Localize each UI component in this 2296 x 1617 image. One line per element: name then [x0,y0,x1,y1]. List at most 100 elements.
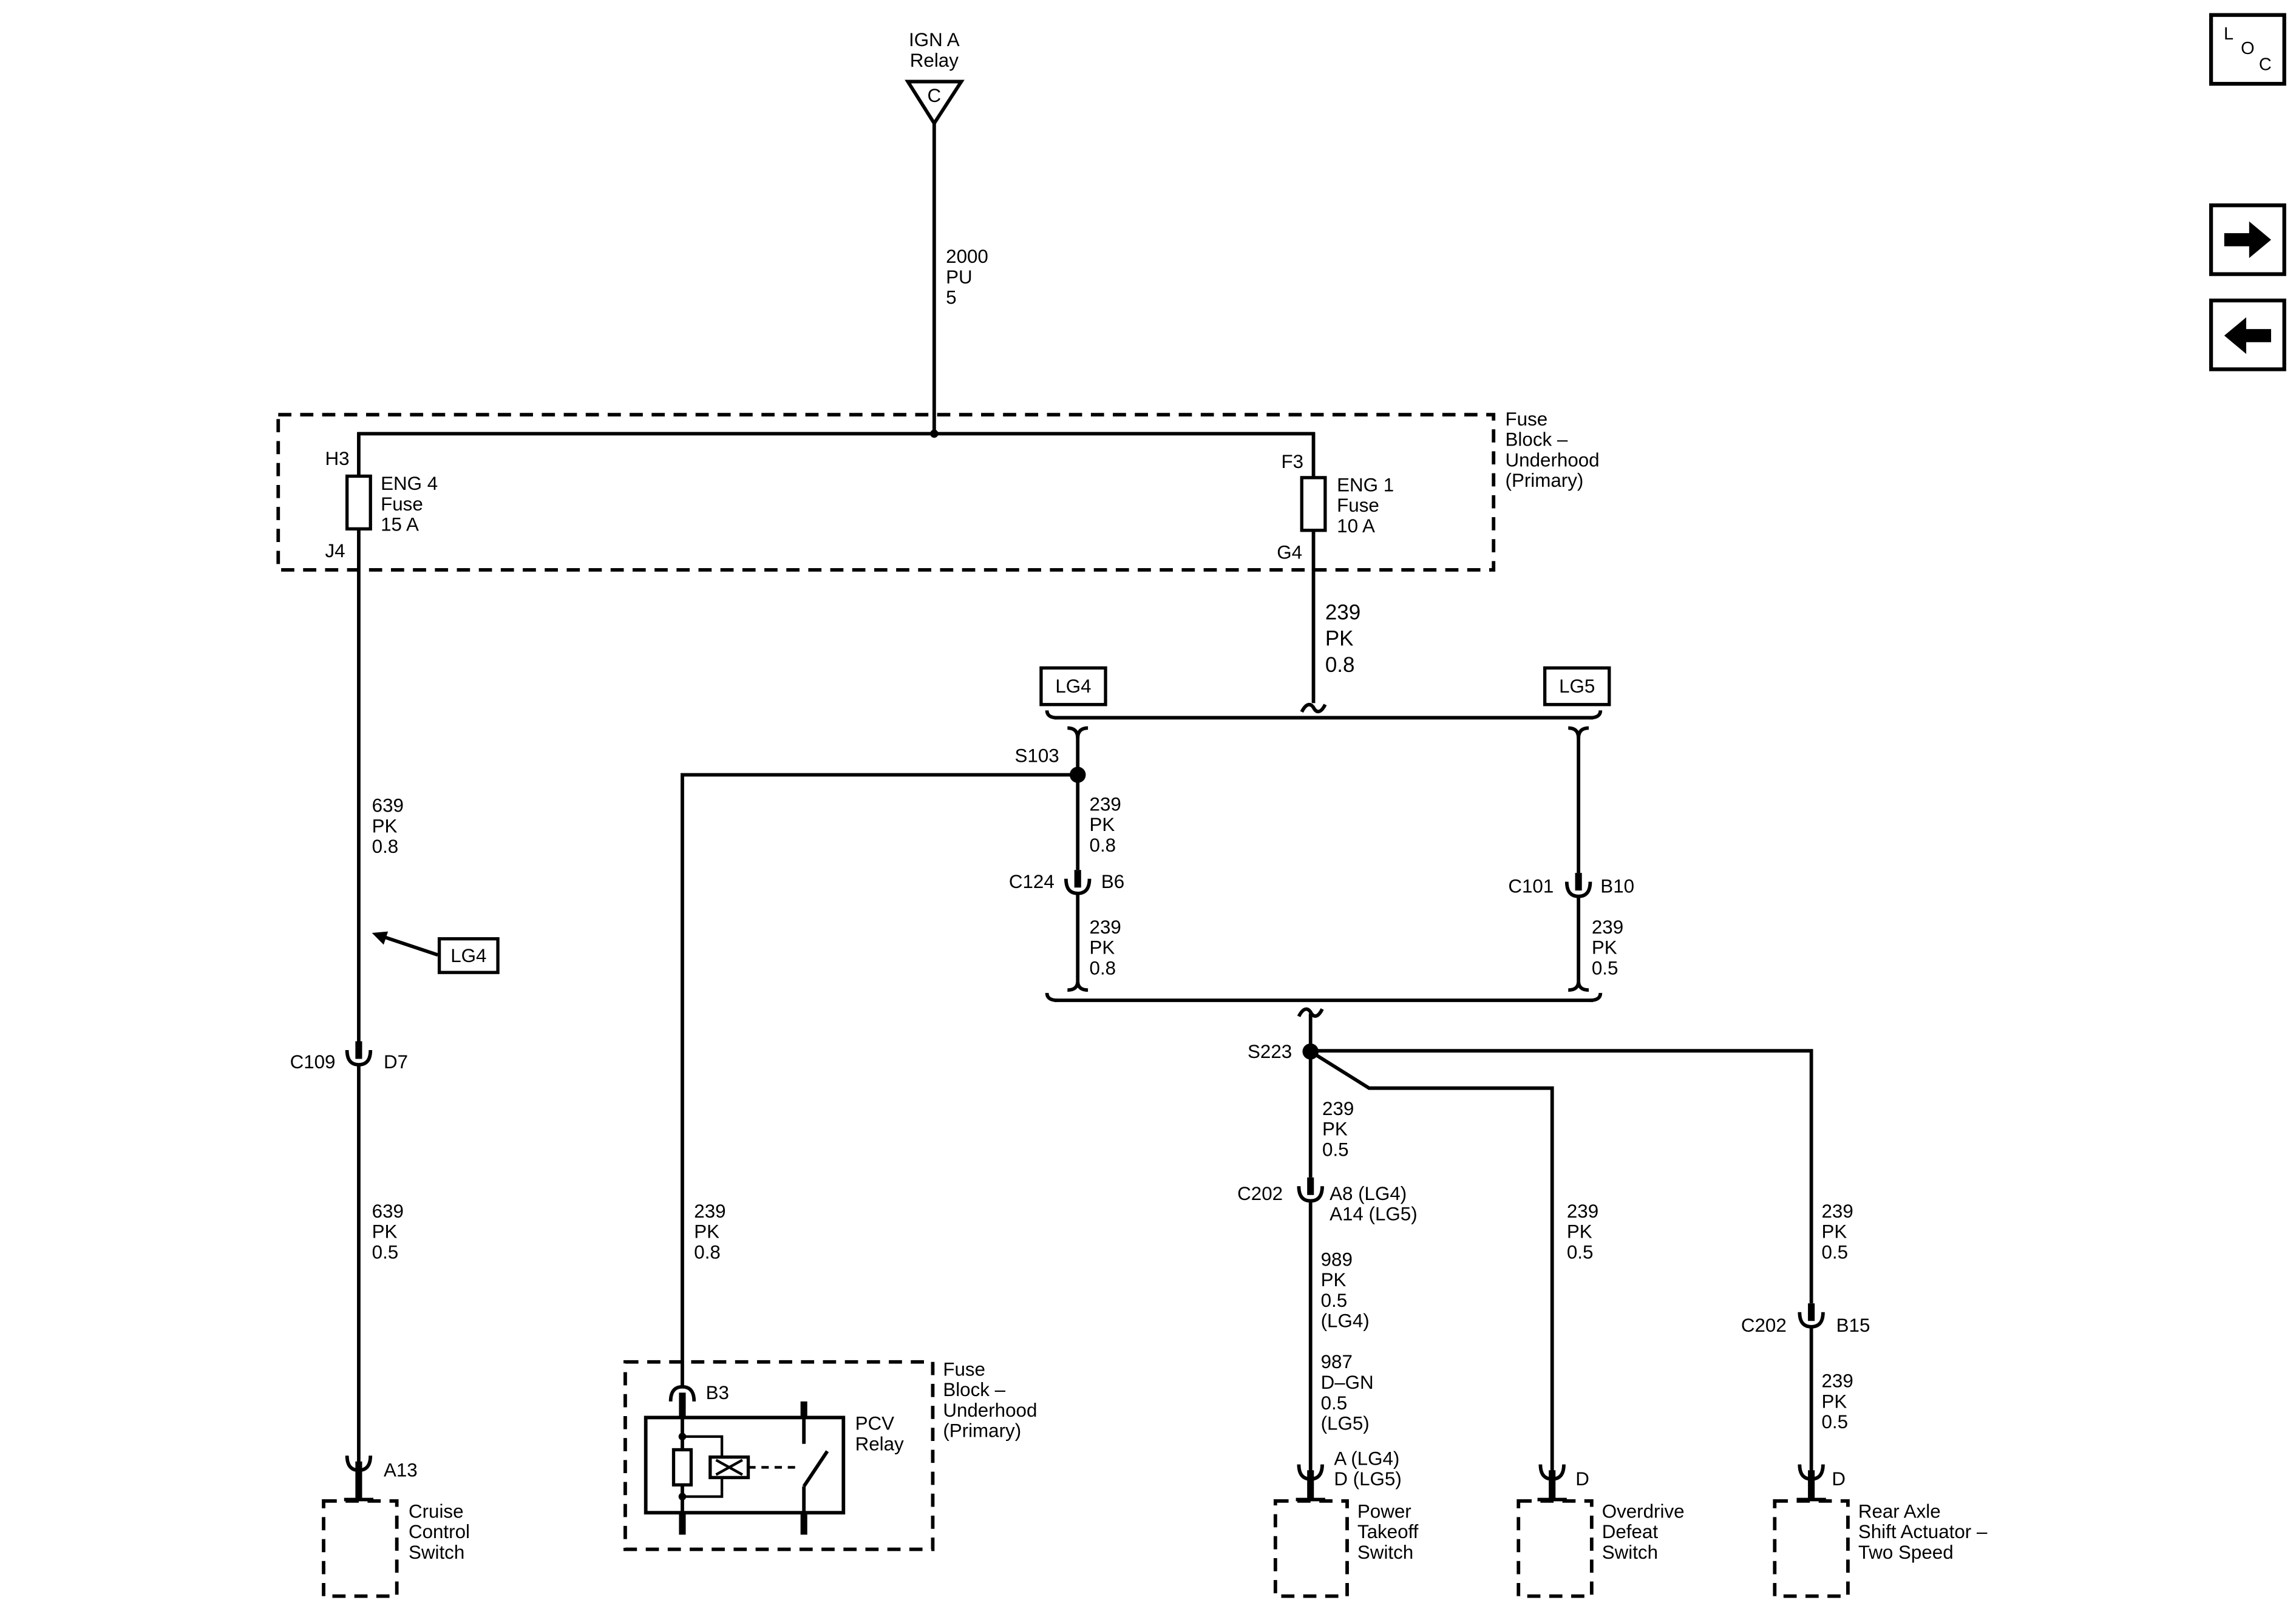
wire-label-pto-lg4: 989 PK 0.5 (LG4) [1321,1249,1370,1331]
component-outline [322,1499,399,1598]
circuit-number: 239 [1090,917,1121,938]
component-name-line: Defeat [1602,1521,1659,1542]
power-takeoff-switch: A (LG4) D (LG5) Power Takeoff Switch [1273,1448,1419,1598]
arrow-right-icon[interactable] [2224,221,2271,259]
wire-gauge: 0.5 [1322,1139,1349,1160]
connector-c202-b15: C202 B15 [1741,1303,1870,1336]
component-outline [1517,1499,1594,1598]
relay-housing [644,1415,846,1515]
relay-coil [671,1448,693,1486]
component-name-line: Two Speed [1858,1542,1954,1563]
overdrive-defeat-switch: D Overdrive Defeat Switch [1517,1464,1685,1598]
wire-gauge: 0.5 [1822,1241,1849,1263]
suppression-cross [715,1459,743,1476]
wire-label-c124-bus: 239 PK 0.8 [1090,917,1121,979]
fuse-symbol [1300,476,1327,532]
wire-color: PK [1321,1269,1347,1290]
wire-gauge: 0.5 [1567,1241,1594,1263]
wire-s103-to-pcv-relay [681,773,1078,1387]
wire-to-overdrive-defeat [1309,1049,1554,1479]
pointer-arrowhead [372,931,389,945]
bus-end-hook [1590,710,1603,720]
wire-option: (LG4) [1321,1310,1370,1332]
wire-color: PK [1822,1221,1847,1242]
loc-letter-l[interactable]: L [2224,24,2233,44]
wire-label-s103-pcv: 239 PK 0.8 [694,1201,725,1263]
wire-gauge: 0.5 [372,1241,399,1263]
wire-color: PK [1567,1221,1592,1242]
component-pin-label: D (LG5) [1334,1468,1401,1490]
connector-name: C202 [1741,1315,1787,1336]
loc-button-frame[interactable] [2209,13,2286,86]
circuit-number: 639 [372,1201,404,1222]
wire-color: PK [372,815,398,836]
rear-axle-shift-actuator: D Rear Axle Shift Actuator – Two Speed [1773,1464,1988,1598]
wire-gauge: 0.5 [1321,1290,1348,1311]
option-label-lg5: LG5 [1543,666,1611,707]
connector-pin-label: A8 (LG4) [1330,1183,1407,1204]
fuse-block-label-line: Underhood [1506,449,1600,470]
fuse-output-terminal: G4 [1277,541,1302,563]
fuse-block-boundary [623,1360,935,1551]
wire-color: PK [1822,1391,1847,1412]
wire-label-eng1-output: 239 PK 0.8 [1325,600,1360,677]
circuit-number: 239 [1822,1371,1853,1392]
bus-end-hook [1045,992,1058,1002]
connector-pin-label: A14 (LG5) [1330,1204,1418,1225]
ign-relay-name: Relay [910,50,959,71]
fuse-block-label-line: Fuse [1506,408,1548,430]
circuit-number: 239 [1322,1098,1354,1119]
component-name-line: Switch [1357,1542,1413,1563]
component-pin-label: D [1575,1468,1589,1490]
wire-gauge: 5 [946,287,956,308]
component-outline [1273,1499,1349,1598]
option-label-frame [437,937,500,974]
component-name-line: Control [409,1521,470,1542]
wire-label-s103-c124: 239 PK 0.8 [1090,793,1121,856]
ign-relay-name: IGN A [909,29,960,50]
component-pin-label: A13 [384,1460,418,1481]
circuit-number: 239 [1822,1201,1853,1222]
wire-label-overdrive: 239 PK 0.5 [1567,1201,1598,1263]
circuit-number: 239 [1090,793,1121,815]
component-name-line: PCV [855,1413,895,1434]
option-label-text: LG4 [1055,676,1091,697]
wire-label-pto-lg5: 987 D–GN 0.5 (LG5) [1321,1351,1374,1434]
connector-name: C202 [1237,1183,1283,1204]
fuse-block-boundary [276,413,1496,572]
wire-color: PK [1090,814,1115,835]
option-label-frame [1039,666,1107,707]
wire-option: (LG5) [1321,1413,1370,1434]
fuse-label-line: 15 A [381,514,419,535]
splice-s223-label: S223 [1248,1041,1292,1062]
next-page-button[interactable] [2209,203,2286,276]
previous-page-button[interactable] [2209,298,2286,371]
component-name-line: Switch [409,1542,464,1563]
connector-pin-label: B15 [1836,1315,1870,1336]
loc-letter-o[interactable]: O [2241,39,2255,58]
location-label-line: Block – [943,1379,1005,1400]
wire-color: PK [1322,1119,1348,1140]
component-name-line: Shift Actuator – [1858,1521,1988,1542]
wire-gauge: 0.5 [1822,1411,1849,1432]
wire-color: D–GN [1321,1372,1374,1393]
arrow-left-icon[interactable] [2224,317,2271,354]
circuit-number: 239 [1325,600,1360,624]
connector-c109: C109 D7 [290,1041,408,1073]
loc-letter-c[interactable]: C [2259,55,2272,75]
location-label-line: Underhood [943,1400,1037,1421]
connector-name: C101 [1508,875,1554,897]
eng1-fuse: F3 G4 ENG 1 Fuse 10 A [1277,432,1394,563]
component-name-line: Overdrive [1602,1500,1685,1522]
eng4-fuse: H3 J4 ENG 4 Fuse 15 A [325,432,438,561]
fuse-output-terminal: J4 [325,540,345,561]
loc-button[interactable]: L O C [2209,13,2286,86]
fuse-block-label: Fuse Block – Underhood (Primary) [1506,408,1600,491]
wire-gauge: 0.5 [1321,1392,1348,1414]
branch-bracket [1067,981,1089,992]
fuse-symbol [345,474,372,531]
connector-c124: C124 B6 [1009,870,1124,895]
ign-a-relay: IGN A Relay C [905,29,965,127]
bus-end-hook [1590,992,1603,1002]
